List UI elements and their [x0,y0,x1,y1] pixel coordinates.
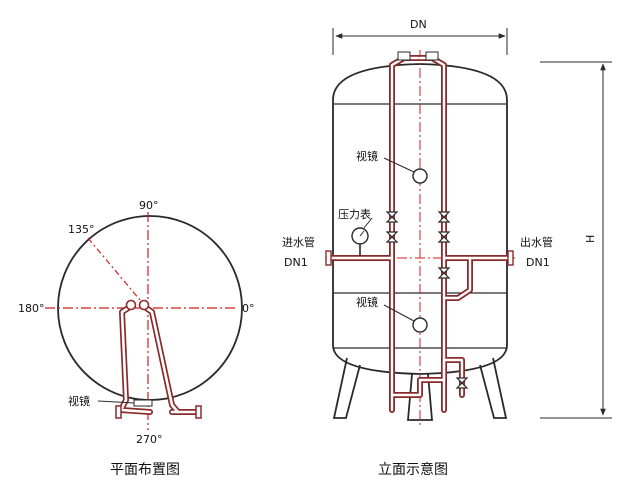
label-pressure-gauge: 压力表 [338,207,371,221]
pressure-gauge-leader [363,217,373,229]
label-inlet-pipe: 进水管 [282,235,315,249]
label-sight-glass-lower: 视镜 [356,295,378,309]
valves [385,211,469,389]
sight-glass-lower-leader [383,304,415,322]
sight-glass-upper [412,168,428,184]
plan-label-sight-glass: 视镜 [68,394,90,408]
h-label: H [584,235,597,243]
plan-label-135: 135° [68,223,95,236]
plan-label-0: 0° [242,302,255,315]
plan-flange-left [115,405,122,419]
label-inlet-size: DN1 [284,256,308,269]
plan-sight-glass-leader [97,400,135,404]
label-outlet-size: DN1 [526,256,550,269]
elevation-view: DN H [282,18,612,478]
dn-label: DN [410,18,427,31]
plan-nozzle-right [138,299,150,311]
elevation-caption: 立面示意图 [378,461,448,478]
plan-view: 90° 135° 180° 0° 270° 视镜 平面布置图 [18,199,255,478]
top-nozzle-left [397,51,411,61]
top-nozzle-right [425,51,439,61]
plan-flange-right [195,405,202,419]
plan-nozzle-left [125,299,137,311]
plan-135-leader [87,237,141,301]
label-sight-glass-upper: 视镜 [356,149,378,163]
inlet-flange [325,250,332,266]
outlet-flange [507,250,514,266]
label-outlet-pipe: 出水管 [520,235,553,249]
plan-piping [118,302,201,415]
plan-caption: 平面布置图 [110,462,180,478]
plan-label-180: 180° [18,302,45,315]
plan-sight-glass-symbol [133,399,153,407]
pressure-gauge-needle [359,230,365,237]
plan-label-90: 90° [139,199,159,212]
sight-glass-lower [412,317,428,333]
vessel-shell [332,63,508,375]
plan-label-270: 270° [136,433,163,446]
sight-glass-upper-leader [383,157,415,173]
